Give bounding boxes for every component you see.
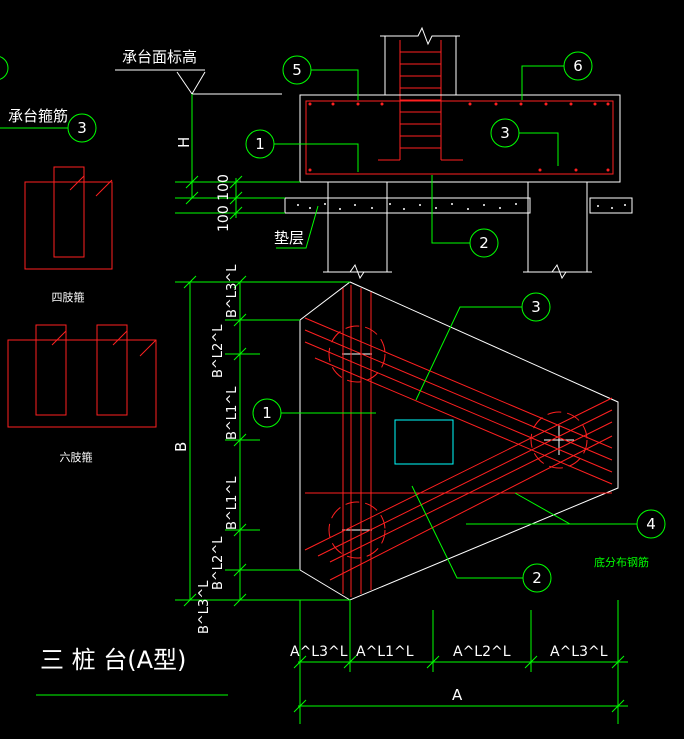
callout-circle-edge xyxy=(0,56,9,80)
rebar-dots-top xyxy=(308,102,610,172)
six-leg-label: 六肢箍 xyxy=(60,450,93,464)
dim-H: H xyxy=(175,137,193,148)
dim-b-l2-top: B^L2^L xyxy=(211,324,226,378)
dim-B: B xyxy=(172,442,190,452)
horizontal-dim-chain xyxy=(293,600,628,724)
cap-plan xyxy=(299,281,619,601)
cushion-label: 垫层 xyxy=(274,229,304,247)
plan-callouts xyxy=(252,292,666,593)
dim-a-l3-right: A^L3^L xyxy=(550,644,608,660)
four-leg-label: 四肢箍 xyxy=(52,290,85,304)
dim-a-l1: A^L1^L xyxy=(356,644,414,660)
section-dims xyxy=(175,94,300,220)
callout-3: 3 xyxy=(500,124,510,142)
callout-circle xyxy=(67,113,97,143)
callout-number: 3 xyxy=(77,119,87,137)
four-leg-stirrup-figure xyxy=(24,166,113,270)
cushion-hatch xyxy=(297,203,626,210)
dim-100-100: 100 100 xyxy=(216,174,232,232)
vertical-dim-chain xyxy=(175,275,350,607)
cushion-leader xyxy=(276,205,319,249)
drawing-title: 三 桩 台(A型) xyxy=(40,646,186,674)
dim-b-l1-bottom: B^L1^L xyxy=(225,476,240,530)
cap-elevation-label: 承台面标高 xyxy=(122,48,197,66)
dim-b-l1-top: B^L1^L xyxy=(225,386,240,440)
dim-b-l3-top: B^L3^L xyxy=(225,264,240,318)
callout-plan-4: 4 xyxy=(646,515,656,533)
dim-a-l3-left: A^L3^L xyxy=(290,644,348,660)
callout-plan-1: 1 xyxy=(262,404,272,422)
callout-5: 5 xyxy=(292,61,302,79)
callout-1: 1 xyxy=(255,135,265,153)
bottom-bars-label: 底分布钢筋 xyxy=(594,555,649,569)
cap-section xyxy=(284,26,633,280)
cap-stirrup-label: 承台箍筋 xyxy=(8,107,68,125)
callout-plan-2: 2 xyxy=(532,569,542,587)
callout-6: 6 xyxy=(573,57,583,75)
dim-a-l2: A^L2^L xyxy=(453,644,511,660)
callout-2: 2 xyxy=(479,234,489,252)
elevation-marker xyxy=(115,69,282,95)
dim-A: A xyxy=(452,686,463,704)
six-leg-stirrup-figure xyxy=(7,324,157,428)
dim-b-l3-bottom: B^L3^L xyxy=(197,580,212,634)
section-callouts xyxy=(245,51,593,258)
callout-plan-3: 3 xyxy=(531,298,541,316)
dim-b-l2-bottom: B^L2^L xyxy=(211,536,226,590)
